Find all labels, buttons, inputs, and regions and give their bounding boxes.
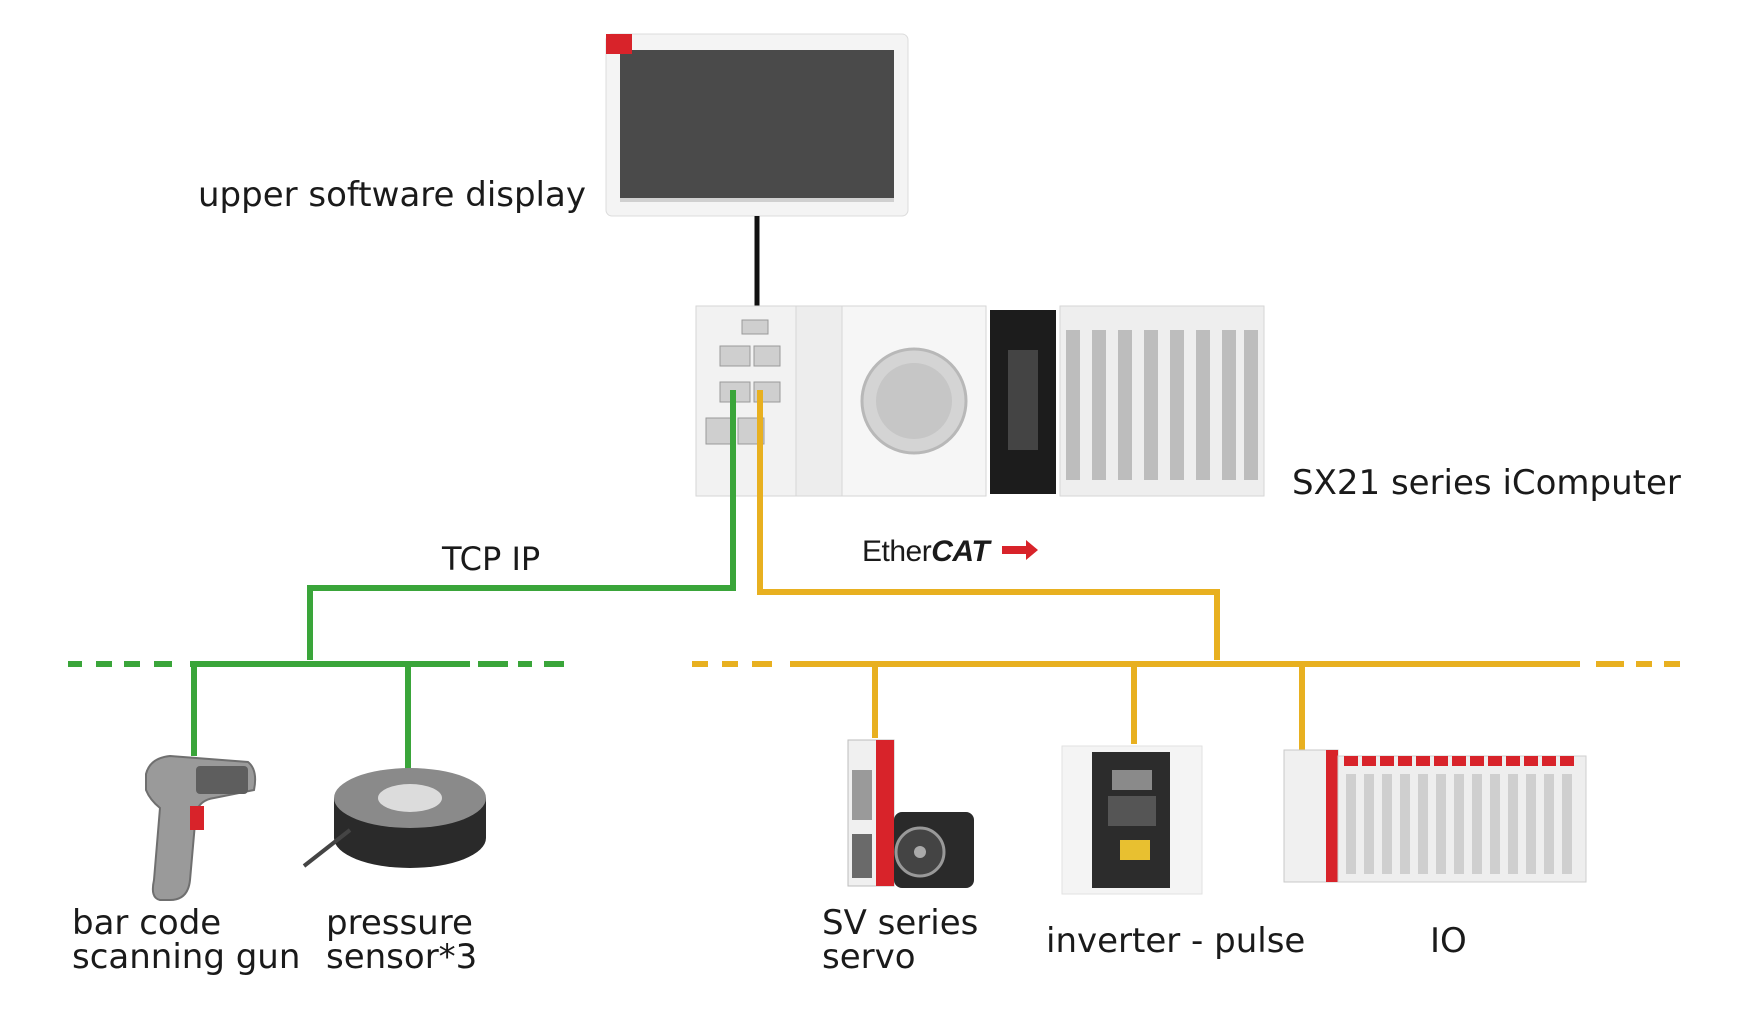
scanner-label-line1: bar code: [72, 903, 222, 943]
ethercat-network: [692, 390, 1680, 750]
ethercat-arrow-icon: [1002, 540, 1038, 560]
barcode-scanner-device: [145, 754, 257, 901]
icomputer-device: [695, 305, 1265, 497]
io-label: IO: [1430, 921, 1467, 961]
ethercat-text-a: Ether: [862, 535, 932, 568]
display-label: upper software display: [198, 175, 586, 215]
scanner-label-line2: scanning gun: [72, 937, 301, 977]
port-block: [705, 319, 781, 445]
servo-label-line1: SV series: [822, 903, 979, 943]
ethercat-text-b: CAT: [931, 535, 990, 568]
tcp-ip-label: TCP IP: [442, 540, 541, 578]
computer-label: SX21 series iComputer: [1292, 463, 1681, 503]
io-channel-strip: [1344, 756, 1574, 766]
pressure-sensor-device: [302, 768, 486, 868]
tcp-network: [68, 390, 736, 770]
servo-label-line2: servo: [822, 937, 916, 977]
pressure-label-line2: sensor*3: [326, 937, 478, 977]
pressure-label-line1: pressure: [326, 903, 473, 943]
io-terminals: [1066, 330, 1258, 480]
inverter-device: [1061, 745, 1203, 895]
inverter-label: inverter - pulse: [1046, 921, 1306, 961]
display-device: [605, 33, 909, 217]
servo-device: [847, 739, 974, 888]
io-module-device: [1283, 749, 1587, 883]
ethercat-label: EtherCAT: [862, 535, 990, 569]
brand-logo-icon: [606, 34, 632, 54]
